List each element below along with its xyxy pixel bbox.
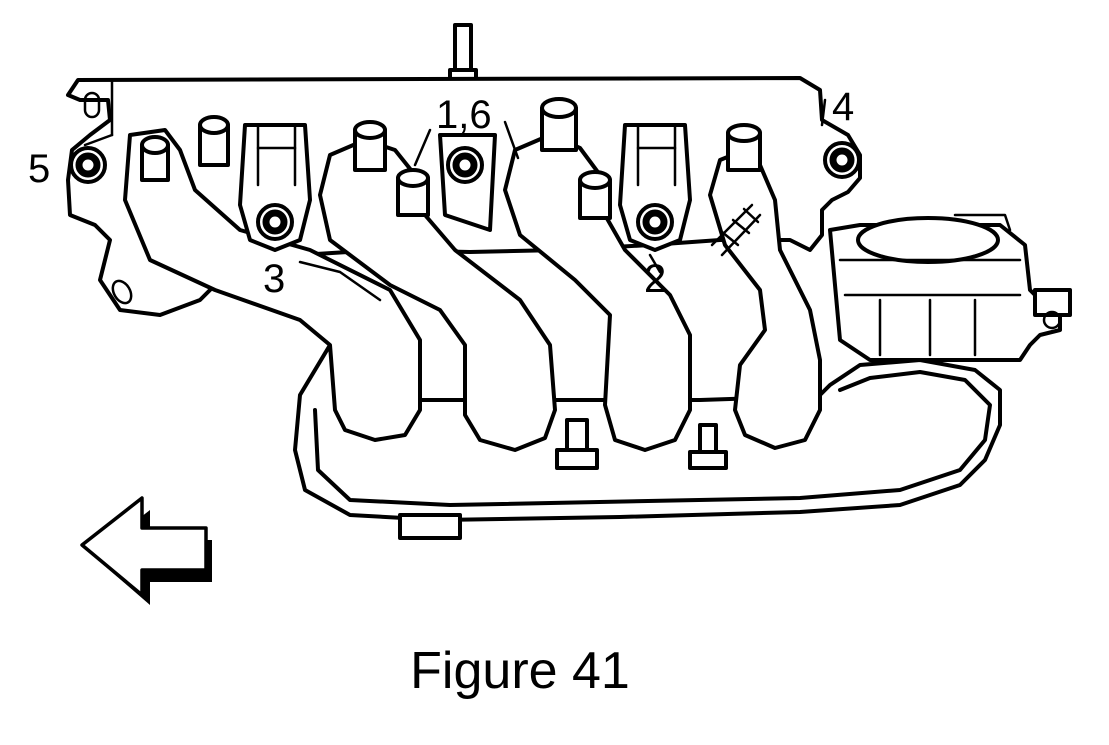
bolt-1-6	[446, 146, 484, 184]
nipple	[726, 123, 762, 172]
callout-label-1-6: 1,6	[436, 93, 492, 137]
runner-4	[708, 150, 822, 450]
runner-1	[123, 128, 422, 442]
bolt-2	[636, 203, 674, 241]
callout-label-2: 2	[644, 257, 666, 301]
callout-label-4: 4	[832, 85, 854, 129]
figure-caption: Figure 41	[410, 642, 630, 700]
bottom-port	[398, 513, 462, 540]
bolt-5	[69, 146, 107, 184]
nipples	[140, 97, 762, 220]
callout-label-5: 5	[28, 147, 50, 191]
leader-lines	[298, 98, 827, 302]
bolt-4	[823, 141, 861, 179]
nipple	[198, 115, 230, 167]
stud-lower-right	[688, 423, 728, 470]
bolt-3	[256, 203, 294, 241]
callout-label-3: 3	[263, 257, 285, 301]
nipple	[353, 120, 387, 172]
nipple	[140, 135, 170, 182]
throttle-body	[828, 213, 1072, 362]
nipple	[540, 97, 578, 152]
nipple	[578, 170, 612, 220]
stud-lower-left	[555, 418, 599, 470]
nipple	[396, 168, 430, 217]
left-arrow-icon	[80, 496, 212, 605]
